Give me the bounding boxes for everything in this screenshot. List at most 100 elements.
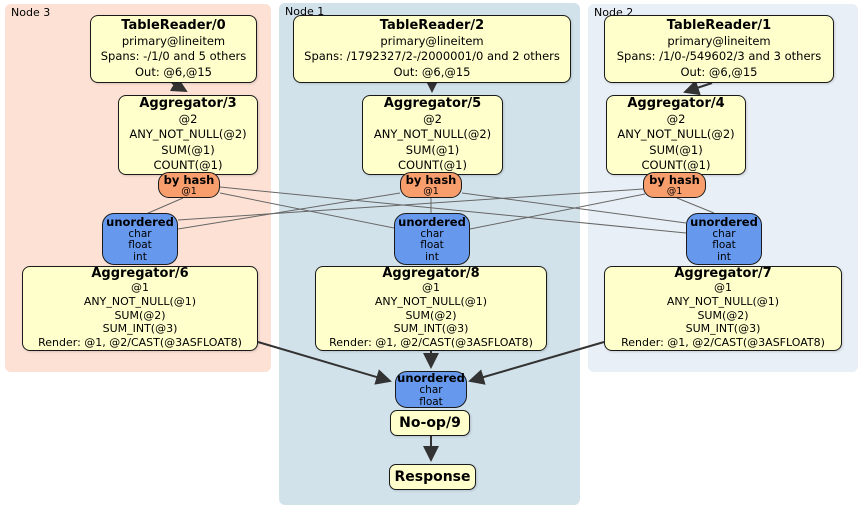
processor-line: COUNT(@1) xyxy=(641,158,711,173)
processor-line: @1 xyxy=(131,281,149,295)
router-detail: @1 xyxy=(666,185,683,197)
processor-line: ANY_NOT_NULL(@1) xyxy=(666,294,780,308)
processor-line: ANY_NOT_NULL(@2) xyxy=(373,127,492,142)
processor-title: Aggregator/7 xyxy=(674,266,772,282)
processor-title: TableReader/0 xyxy=(121,18,226,33)
tablereader-0: TableReader/0 primary@lineitem Spans: -/… xyxy=(90,15,257,83)
processor-title: Response xyxy=(394,469,471,485)
processor-line: @2 xyxy=(423,111,442,126)
processor-line: @1 xyxy=(422,281,440,295)
router-detail: @1 xyxy=(181,185,197,197)
sync-type: float xyxy=(128,239,152,252)
processor-title: TableReader/1 xyxy=(666,18,772,33)
response: Response xyxy=(389,464,476,490)
edge-tablereader1-aggregator4 xyxy=(683,79,713,96)
edge-router2-sync1 xyxy=(469,193,646,230)
processor-line: Out: @6,@15 xyxy=(680,64,758,79)
processor-title: Aggregator/5 xyxy=(383,96,482,112)
processor-line: COUNT(@1) xyxy=(398,158,467,173)
sync-title: unordered xyxy=(397,371,465,385)
noop-9: No-op/9 xyxy=(390,410,470,436)
tablereader-1: TableReader/1 primary@lineitem Spans: /1… xyxy=(604,15,834,83)
processor-line: SUM(@2) xyxy=(405,308,457,322)
processor-line: SUM(@2) xyxy=(697,308,749,322)
unordered-sync-final: unordered char float xyxy=(395,371,467,408)
edge-tablereader0-aggregator3 xyxy=(169,77,188,92)
processor-line: @1 xyxy=(714,281,732,295)
processor-line: primary@lineitem xyxy=(667,33,771,48)
processor-line: SUM_INT(@3) xyxy=(102,322,178,336)
sync-type: float xyxy=(712,239,736,252)
processor-line: Spans: /1792327/2-/2000001/0 and 2 other… xyxy=(304,49,560,63)
processor-line: ANY_NOT_NULL(@2) xyxy=(617,127,735,142)
processor-line: SUM_INT(@3) xyxy=(393,322,469,336)
processor-title: No-op/9 xyxy=(399,415,461,431)
sync-title: unordered xyxy=(106,214,174,229)
unordered-sync-node1: unordered char float int xyxy=(394,213,470,265)
edge-router2-sync3 xyxy=(177,188,644,221)
processor-line: Spans: /1/0-/549602/3 and 3 others xyxy=(616,49,822,63)
processor-line: primary@lineitem xyxy=(380,33,484,48)
aggregator-3: Aggregator/3 @2 ANY_NOT_NULL(@2) SUM(@1)… xyxy=(118,95,258,175)
unordered-sync-node3: unordered char float int xyxy=(102,213,178,265)
node1-label: Node 1 xyxy=(285,5,325,18)
processor-line: Out: @6,@15 xyxy=(135,64,212,79)
edge-aggregator6-finalsync xyxy=(257,341,392,385)
edge-router3-sync1 xyxy=(219,192,395,229)
hash-router-node1: by hash @1 xyxy=(400,172,462,198)
processor-line: SUM(@1) xyxy=(405,142,460,157)
hash-router-node2: by hash @1 xyxy=(643,172,706,198)
node3-label: Node 3 xyxy=(11,6,51,19)
router-title: by hash xyxy=(163,172,215,187)
sync-type: char xyxy=(419,384,443,396)
processor-line: ANY_NOT_NULL(@1) xyxy=(83,294,197,308)
aggregator-5: Aggregator/5 @2 ANY_NOT_NULL(@2) SUM(@1)… xyxy=(362,95,503,175)
sync-type: int xyxy=(425,250,439,263)
processor-title: Aggregator/4 xyxy=(627,96,725,112)
edge-router2-sync2 xyxy=(676,197,715,214)
router-title: by hash xyxy=(405,172,457,187)
sync-title: unordered xyxy=(690,214,758,229)
sync-type: char xyxy=(420,227,444,240)
processor-line: Render: @1, @2/CAST(@3ASFLOAT8) xyxy=(38,336,242,350)
processor-line: ANY_NOT_NULL(@2) xyxy=(129,127,247,142)
edge-router1-sync3 xyxy=(177,192,401,230)
sync-type: float xyxy=(419,395,443,408)
processor-title: Aggregator/8 xyxy=(382,266,480,282)
processor-line: COUNT(@1) xyxy=(153,158,223,173)
aggregator-4: Aggregator/4 @2 ANY_NOT_NULL(@2) SUM(@1)… xyxy=(606,95,746,175)
aggregator-6: Aggregator/6 @1 ANY_NOT_NULL(@1) SUM(@2)… xyxy=(22,266,258,351)
sync-type: int xyxy=(717,250,731,263)
unordered-sync-node2: unordered char float int xyxy=(686,213,762,265)
processor-line: SUM_INT(@3) xyxy=(685,322,761,336)
processor-line: ANY_NOT_NULL(@1) xyxy=(374,294,488,308)
processor-line: @2 xyxy=(178,111,198,126)
aggregator-7: Aggregator/7 @1 ANY_NOT_NULL(@1) SUM(@2)… xyxy=(604,266,842,351)
processor-title: Aggregator/6 xyxy=(91,266,189,282)
processor-line: Out: @6,@15 xyxy=(393,64,471,79)
sync-title: unordered xyxy=(398,214,466,229)
processor-line: Render: @1, @2/CAST(@3ASFLOAT8) xyxy=(329,336,533,350)
edge-router3-sync3 xyxy=(145,197,184,215)
processor-title: TableReader/2 xyxy=(379,18,485,33)
processor-line: primary@lineitem xyxy=(121,33,226,48)
sync-type: char xyxy=(128,227,152,240)
tablereader-2: TableReader/2 primary@lineitem Spans: /1… xyxy=(293,15,571,83)
processor-line: Render: @1, @2/CAST(@3ASFLOAT8) xyxy=(621,336,825,350)
edge-router3-sync2 xyxy=(219,186,687,234)
processor-line: SUM(@2) xyxy=(114,308,166,322)
processor-line: @2 xyxy=(666,111,686,126)
router-title: by hash xyxy=(649,172,700,187)
hash-router-node3: by hash @1 xyxy=(158,172,220,198)
sync-type: float xyxy=(420,239,444,252)
sync-type: char xyxy=(712,227,736,240)
processor-line: SUM(@1) xyxy=(161,142,215,157)
processor-line: SUM(@1) xyxy=(649,142,703,157)
edge-aggregator7-finalsync xyxy=(468,341,605,385)
processor-title: Aggregator/3 xyxy=(139,96,237,112)
aggregator-8: Aggregator/8 @1 ANY_NOT_NULL(@1) SUM(@2)… xyxy=(315,266,547,351)
processor-line: Spans: -/1/0 and 5 others xyxy=(100,49,247,63)
router-detail: @1 xyxy=(423,185,439,197)
